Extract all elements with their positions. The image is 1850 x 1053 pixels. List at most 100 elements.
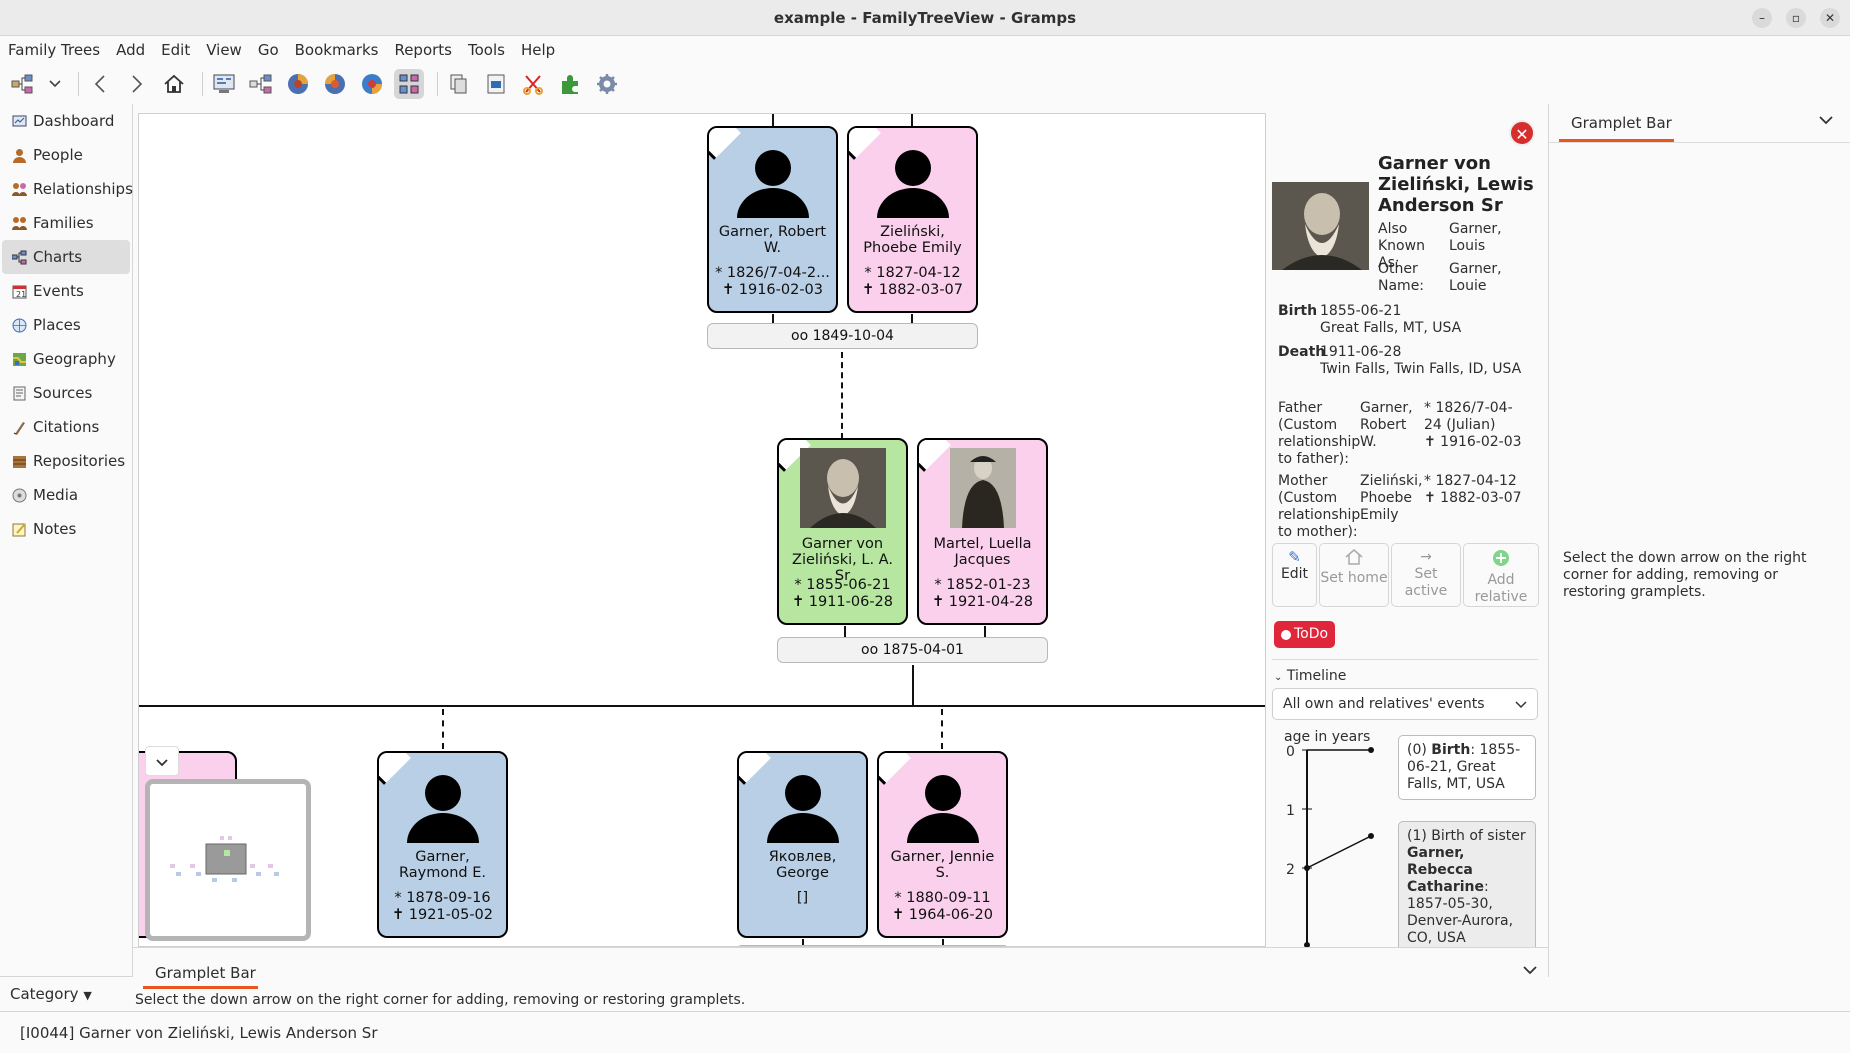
print-icon[interactable]	[481, 69, 511, 99]
family-box-1875[interactable]: oo 1875-04-01	[777, 637, 1048, 663]
maximize-icon[interactable]: ▫	[1786, 8, 1806, 28]
plugin-icon[interactable]	[555, 69, 585, 99]
person-box-lewis-active[interactable]: Garner von Zieliński, L. A. Sr * 1855-06…	[777, 438, 908, 625]
descendant-fan-icon[interactable]	[320, 69, 350, 99]
fan-chart-icon[interactable]	[283, 69, 313, 99]
sidebar-item-media[interactable]: Media	[2, 478, 130, 512]
sidebar-item-citations[interactable]: Citations	[2, 410, 130, 444]
tree-icon[interactable]	[246, 69, 276, 99]
sidebar-item-dashboard[interactable]: Dashboard	[2, 104, 130, 138]
sidebar-item-people[interactable]: People	[2, 138, 130, 172]
settings-icon[interactable]	[592, 69, 622, 99]
sidebar-item-label: Citations	[33, 418, 100, 436]
sidebar-item-repositories[interactable]: Repositories	[2, 444, 130, 478]
family-box-1849[interactable]: oo 1849-10-04	[707, 323, 978, 349]
chevron-down-icon	[156, 759, 168, 767]
menu-reports[interactable]: Reports	[394, 41, 452, 59]
close-window-icon[interactable]: ✕	[1820, 8, 1840, 28]
home-icon[interactable]	[159, 69, 189, 99]
tab-gramplet-bar[interactable]: Gramplet Bar	[1571, 114, 1672, 132]
mother-name[interactable]: Zieliński, Phoebe Emily	[1360, 473, 1423, 523]
minimap-toggle-button[interactable]	[145, 746, 179, 776]
person-death: ✝ 1911-06-28	[791, 594, 894, 610]
connector-dashed-line	[442, 709, 444, 749]
timeline-filter-select[interactable]: All own and relatives' events	[1272, 688, 1538, 720]
timeline-expander[interactable]: ⌄ Timeline	[1274, 668, 1346, 686]
person-box-luella[interactable]: Martel, Luella Jacques * 1852-01-23 ✝ 19…	[917, 438, 1048, 625]
cut-icon[interactable]	[518, 69, 548, 99]
menu-help[interactable]: Help	[520, 41, 556, 59]
set-home-button[interactable]: Set home	[1319, 543, 1389, 607]
connector-line	[772, 314, 774, 326]
birth-label: Birth	[1278, 303, 1318, 319]
sidebar-item-label: Events	[33, 282, 84, 300]
person-box-jennie[interactable]: Garner, Jennie S. * 1880-09-11 ✝ 1964-06…	[877, 751, 1008, 938]
people-icon	[12, 148, 27, 163]
close-panel-icon[interactable]: ✕	[1509, 120, 1535, 146]
event-details: : 1857-05-30, Denver-Aurora, CO, USA	[1407, 879, 1514, 946]
sidebar-item-families[interactable]: Families	[2, 206, 130, 240]
sidebar-item-geography[interactable]: Geography	[2, 342, 130, 376]
menu-bookmarks[interactable]: Bookmarks	[294, 41, 379, 59]
person-box-george[interactable]: Яковлев, George []	[737, 751, 868, 938]
chevron-down-icon	[1515, 701, 1527, 709]
menu-family-trees[interactable]: Family Trees	[8, 41, 101, 59]
chevron-down-icon[interactable]	[1523, 966, 1537, 975]
person-birth: * 1880-09-11	[894, 890, 991, 906]
sidebar-item-charts[interactable]: Charts	[2, 240, 130, 274]
pedigree-icon[interactable]	[209, 69, 239, 99]
father-birth: * 1826/7-04-24 (Julian)	[1424, 400, 1513, 433]
timeline-filter-value: All own and relatives' events	[1283, 696, 1485, 712]
connector-line	[911, 314, 913, 326]
copy-icon[interactable]	[444, 69, 474, 99]
person-box-raymond[interactable]: Garner, Raymond E. * 1878-09-16 ✝ 1921-0…	[377, 751, 508, 938]
toolbar	[0, 64, 1850, 104]
person-box-phoebe[interactable]: Zieliński, Phoebe Emily * 1827-04-12 ✝ 1…	[847, 126, 978, 313]
person-name: Garner, Raymond E.	[399, 849, 486, 881]
back-icon[interactable]	[85, 69, 115, 99]
forward-icon[interactable]	[122, 69, 152, 99]
chevron-down-icon[interactable]	[1819, 116, 1833, 125]
timeline-event-card[interactable]: (1) Birth of sister Garner, Rebecca Cath…	[1398, 821, 1536, 947]
family-tree-view-icon[interactable]	[394, 69, 424, 99]
dropdown-chevron-icon[interactable]	[45, 69, 65, 99]
family-tree-chart[interactable]: Garner, Robert W. * 1826/7-04-2... ✝ 191…	[138, 113, 1266, 947]
person-box-robert[interactable]: Garner, Robert W. * 1826/7-04-2... ✝ 191…	[707, 126, 838, 313]
sidebar-item-events[interactable]: 21 Events	[2, 274, 130, 308]
person-photo	[799, 448, 886, 528]
menu-tools[interactable]: Tools	[468, 41, 505, 59]
minimap[interactable]	[145, 779, 311, 941]
sidebar-item-sources[interactable]: Sources	[2, 376, 130, 410]
menu-add[interactable]: Add	[116, 41, 146, 59]
other-name-value: Garner, Louie	[1449, 261, 1502, 294]
sidebar-item-notes[interactable]: Notes	[2, 512, 130, 546]
menu-edit[interactable]: Edit	[161, 41, 191, 59]
menu-view[interactable]: View	[206, 41, 242, 59]
category-dropdown[interactable]: Category ▼	[0, 976, 133, 1010]
edit-button[interactable]: ✎ Edit	[1272, 543, 1317, 607]
notes-icon	[12, 522, 27, 537]
minimize-icon[interactable]: –	[1752, 8, 1772, 28]
media-icon	[12, 488, 27, 503]
add-circle-icon	[1464, 549, 1538, 572]
tab-gramplet-bar[interactable]: Gramplet Bar	[155, 964, 256, 982]
menu-go[interactable]: Go	[257, 41, 279, 59]
event-type: Birth	[1431, 742, 1471, 758]
father-name[interactable]: Garner, Robert W.	[1360, 400, 1413, 450]
person-dates: []	[743, 890, 862, 907]
sidebar-item-label: Places	[33, 316, 81, 334]
family-tree-icon[interactable]	[8, 69, 38, 99]
two-way-fan-icon[interactable]	[357, 69, 387, 99]
sidebar-item-places[interactable]: Places	[2, 308, 130, 342]
add-relative-button[interactable]: Add relative	[1463, 543, 1539, 607]
sidebar-item-label: Relationships	[33, 180, 133, 198]
todo-button[interactable]: ToDo	[1274, 621, 1335, 648]
connector-dashed-line	[941, 709, 943, 749]
other-name-label: Other Name:	[1378, 261, 1425, 294]
box-corner-marker	[919, 440, 951, 472]
sidebar-item-relationships[interactable]: Relationships	[2, 172, 133, 206]
timeline-event-card[interactable]: (0) Birth: 1855-06-21, Great Falls, MT, …	[1398, 735, 1536, 800]
svg-text:21: 21	[16, 290, 26, 299]
edit-button-label: Edit	[1280, 566, 1309, 582]
set-active-button[interactable]: → Set active	[1391, 543, 1461, 607]
